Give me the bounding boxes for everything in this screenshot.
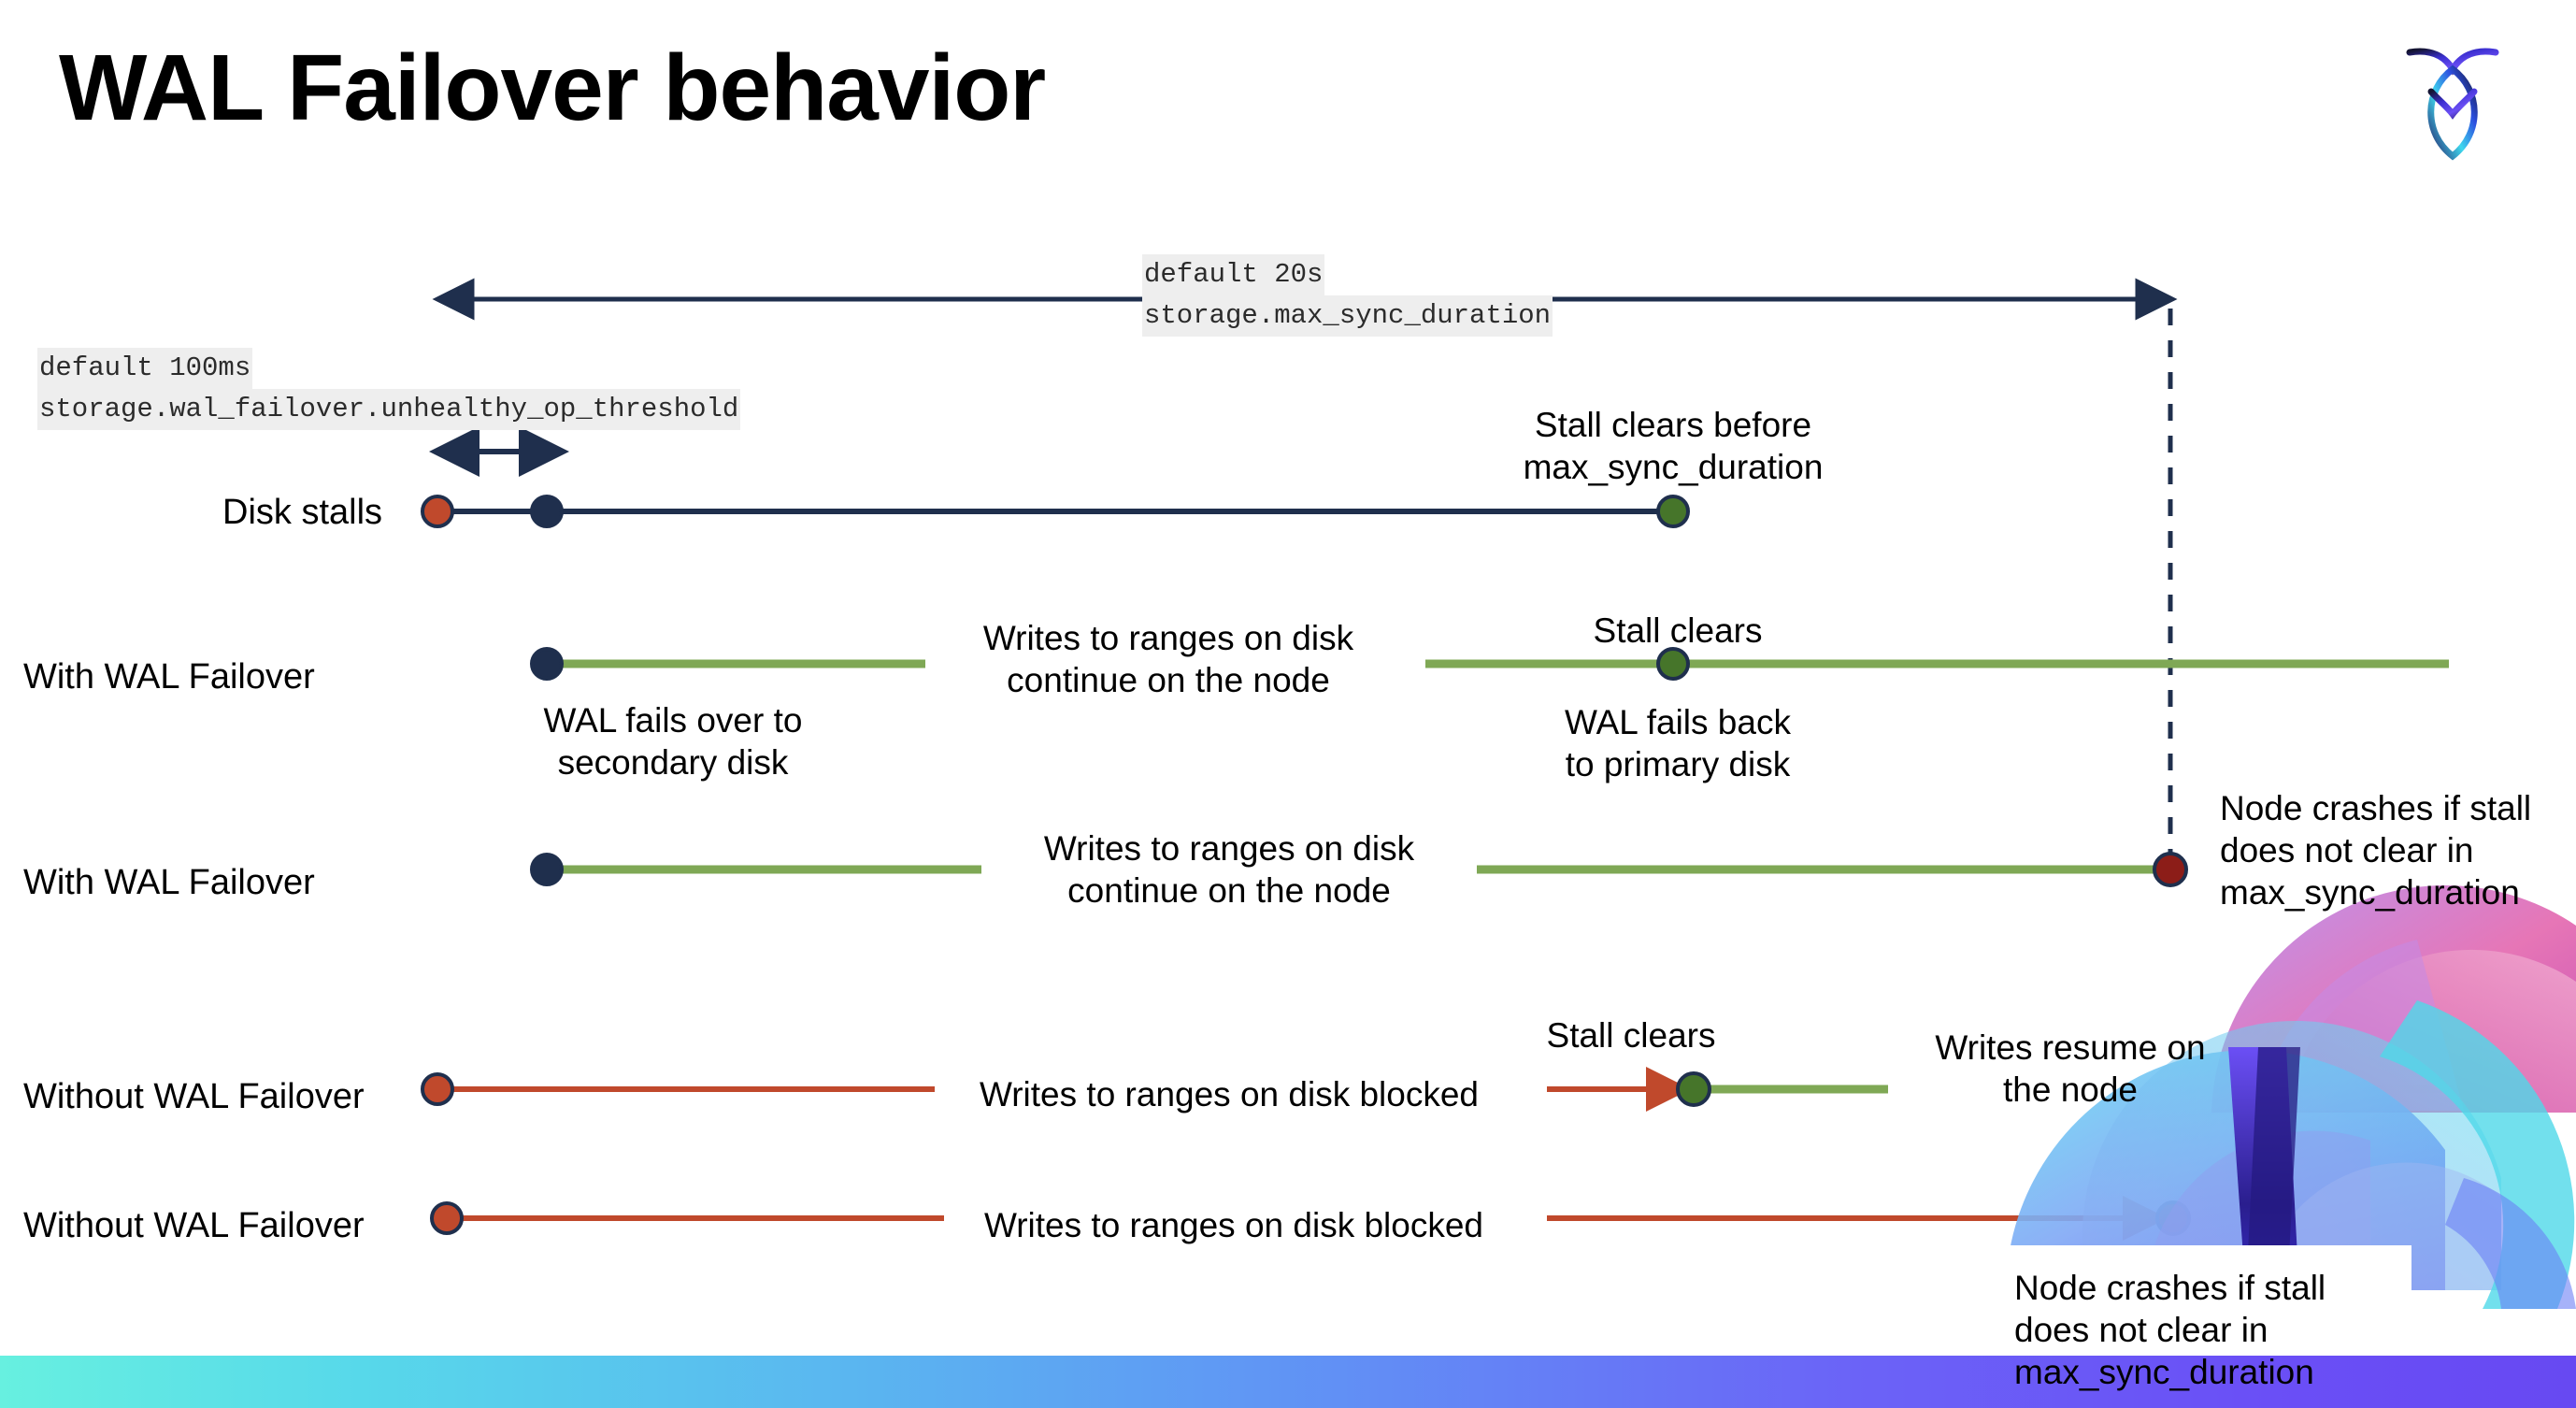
note-node-crashes-row5: Node crashes if stall does not clear in … xyxy=(2014,1269,2326,1392)
note-stall-clears-row4: Stall clears xyxy=(1546,1016,1716,1055)
unhealthy-op-default-label: default 100ms xyxy=(37,348,253,390)
note-node-crashes-row3: Node crashes if stall does not clear in … xyxy=(2220,789,2532,912)
note-stall-clears-before-max-sync: Stall clears before max_sync_duration xyxy=(1523,406,1824,487)
note-writes-blocked-row4: Writes to ranges on disk blocked xyxy=(979,1075,1480,1113)
row-label-without-wal-failover-2: Without WAL Failover xyxy=(23,1206,365,1245)
note-wal-fails-over-row2: WAL fails over to secondary disk xyxy=(543,701,803,783)
unhealthy-op-setting-label: storage.wal_failover.unhealthy_op_thresh… xyxy=(37,389,741,431)
row-label-with-wal-failover-1: With WAL Failover xyxy=(23,657,315,697)
row-label-disk-stalls: Disk stalls xyxy=(222,493,383,532)
row-label-with-wal-failover-2: With WAL Failover xyxy=(23,863,315,902)
note-stall-clears-row2: Stall clears xyxy=(1593,611,1763,650)
note-writes-continue-row3: Writes to ranges on disk continue on the… xyxy=(1043,829,1415,911)
page-title: WAL Failover behavior xyxy=(59,36,1046,140)
note-writes-continue-row2: Writes to ranges on disk continue on the… xyxy=(982,619,1354,700)
max-sync-setting-label: storage.max_sync_duration xyxy=(1142,295,1553,338)
bottom-gradient-bar xyxy=(0,1356,2576,1408)
unhealthy-op-threshold-chip: default 100ms storage.wal_failover.unhea… xyxy=(37,348,741,431)
max-sync-default-label: default 20s xyxy=(1142,254,1325,296)
note-writes-resume-row4: Writes resume on the node xyxy=(1935,1028,2206,1110)
cockroachdb-logo-icon xyxy=(2398,32,2507,163)
max-sync-duration-chip: default 20s storage.max_sync_duration xyxy=(1142,254,1553,338)
row-label-without-wal-failover-1: Without WAL Failover xyxy=(23,1077,365,1116)
note-wal-fails-back-row2: WAL fails back to primary disk xyxy=(1565,703,1791,784)
note-writes-blocked-row5: Writes to ranges on disk blocked xyxy=(983,1206,1484,1244)
